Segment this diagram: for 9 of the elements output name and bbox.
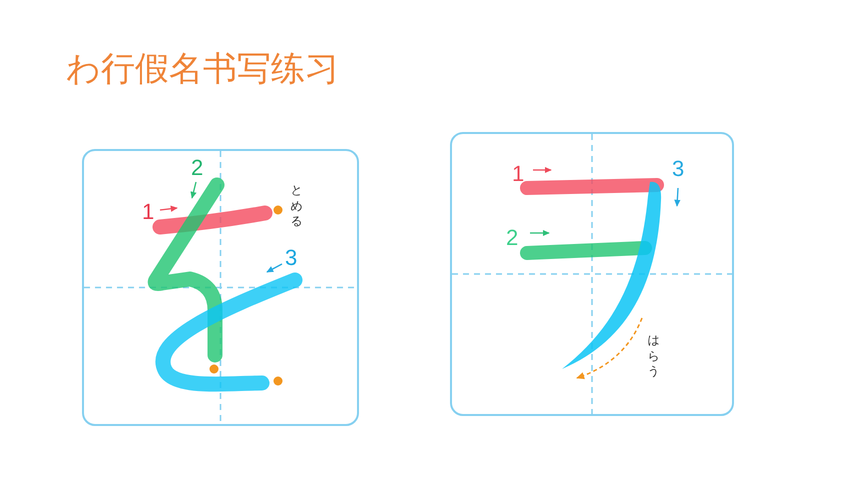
annotation-text: はらう	[647, 333, 660, 380]
stroke-number: 1	[142, 201, 154, 223]
stroke-number: 3	[285, 247, 298, 269]
stroke-number: 2	[506, 227, 518, 249]
title: わ行假名书写练习	[66, 52, 339, 86]
stroke-number: 3	[672, 158, 684, 180]
stroke-number: 1	[512, 163, 524, 185]
annotation-text: とめる	[290, 183, 303, 230]
stroke-number: 2	[191, 157, 204, 179]
